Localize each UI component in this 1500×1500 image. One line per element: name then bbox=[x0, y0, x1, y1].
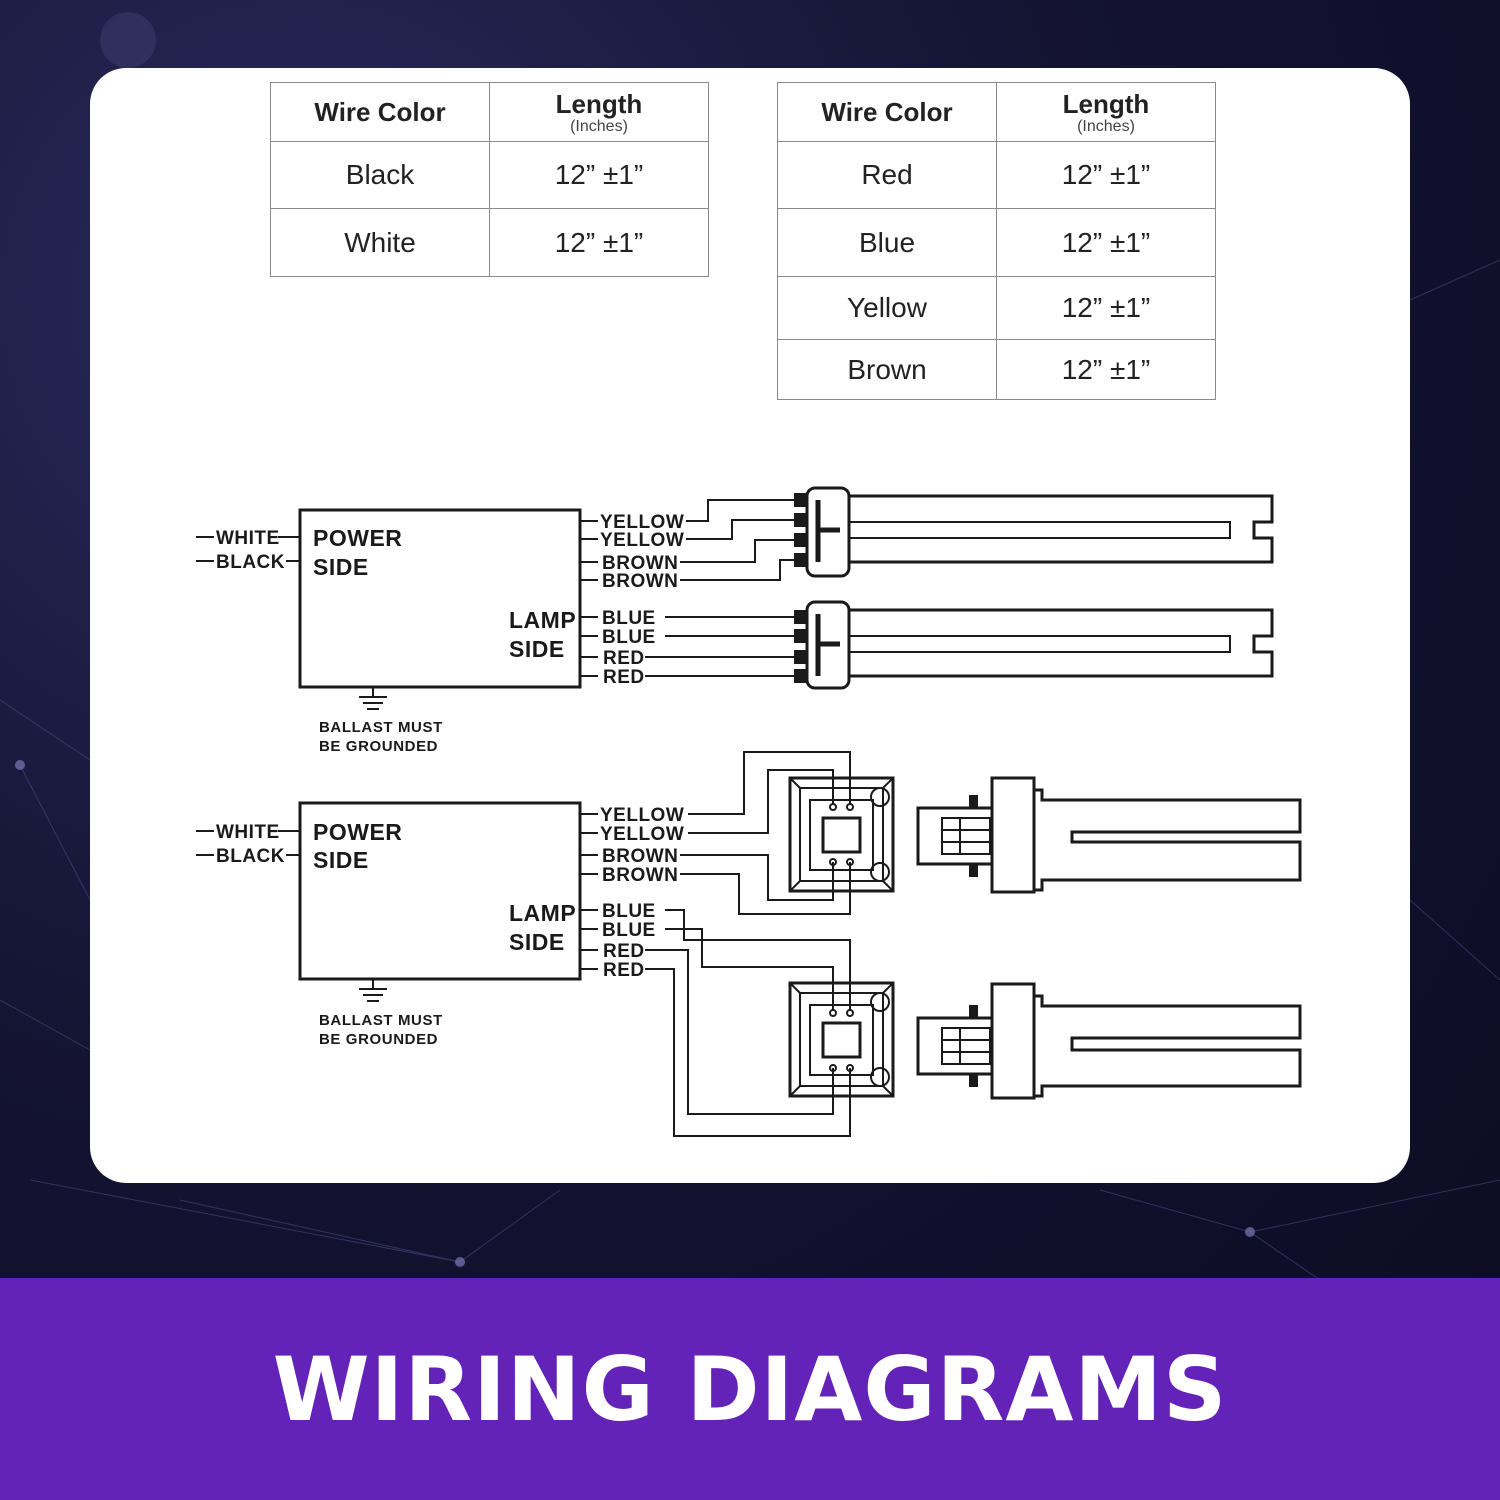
ground-note: BE GROUNDED bbox=[319, 738, 438, 755]
input-wire-label: WHITE bbox=[216, 528, 280, 549]
power-side-label: POWER bbox=[313, 819, 402, 845]
ground-symbol-1 bbox=[359, 687, 387, 710]
output-wire-label: RED bbox=[603, 648, 645, 669]
output-wire-label: BLUE bbox=[602, 920, 656, 941]
header-length-label: Length bbox=[555, 88, 643, 119]
output-wire-label: RED bbox=[603, 941, 645, 962]
output-wire-label: BROWN bbox=[602, 553, 678, 574]
output-wire-label: BROWN bbox=[602, 865, 678, 886]
length-cell: 12” ±1” bbox=[489, 141, 709, 209]
ground-note: BALLAST MUST bbox=[319, 1012, 443, 1029]
output-wire-label: BROWN bbox=[602, 846, 678, 867]
output-wire-label: YELLOW bbox=[600, 530, 684, 551]
output-wire-label: BROWN bbox=[602, 571, 678, 592]
output-wire-label: BLUE bbox=[602, 627, 656, 648]
banner-title: WIRING DIAGRAMS bbox=[272, 1337, 1228, 1441]
ground-note: BE GROUNDED bbox=[319, 1031, 438, 1048]
length-cell: 12” ±1” bbox=[996, 141, 1216, 209]
output-wire-label: YELLOW bbox=[600, 512, 684, 533]
network-background bbox=[0, 12, 1500, 1280]
power-side-label: POWER bbox=[313, 525, 402, 551]
lamp-side-label: SIDE bbox=[509, 929, 565, 955]
wiring-diagram: WHITE BLACK POWER SIDE LAMP SIDE YELLOW … bbox=[196, 486, 1302, 1137]
ballast-box-1 bbox=[298, 508, 582, 689]
header-length-unit: (Inches) bbox=[1077, 117, 1135, 135]
diagram-1 bbox=[196, 486, 1274, 710]
wire-color-cell: Brown bbox=[777, 339, 997, 400]
output-wire-label: YELLOW bbox=[600, 805, 684, 826]
length-cell: 12” ±1” bbox=[996, 276, 1216, 340]
table-row: White 12” ±1” bbox=[270, 208, 709, 277]
input-wire-label: WHITE bbox=[216, 822, 280, 843]
header-length-label: Length bbox=[1062, 88, 1150, 119]
wire-color-cell: White bbox=[270, 208, 490, 277]
wire-length-table-1: Wire Color Length (Inches) Black 12” ±1”… bbox=[270, 82, 709, 277]
table-row: Blue 12” ±1” bbox=[777, 208, 1216, 277]
length-cell: 12” ±1” bbox=[996, 339, 1216, 400]
lamp-side-label: SIDE bbox=[509, 636, 565, 662]
lamp-2 bbox=[794, 600, 1274, 690]
output-wire-label: RED bbox=[603, 667, 645, 688]
lamp-4 bbox=[916, 982, 1302, 1100]
ground-note: BALLAST MUST bbox=[319, 719, 443, 736]
header-wire-color: Wire Color bbox=[270, 82, 490, 142]
lamp-side-label: LAMP bbox=[509, 607, 576, 633]
output-wire-label: BLUE bbox=[602, 901, 656, 922]
output-wire-label: BLUE bbox=[602, 608, 656, 629]
header-length-unit: (Inches) bbox=[570, 117, 628, 135]
wire-color-cell: Yellow bbox=[777, 276, 997, 340]
diagram-2 bbox=[196, 751, 1302, 1137]
socket-1 bbox=[788, 776, 895, 893]
socket-2 bbox=[788, 981, 895, 1098]
input-wire-label: BLACK bbox=[216, 552, 285, 573]
power-side-label: SIDE bbox=[313, 847, 369, 873]
wire-length-table-2: Wire Color Length (Inches) Red 12” ±1” B… bbox=[777, 82, 1216, 400]
header-wire-color: Wire Color bbox=[777, 82, 997, 142]
input-wire-label: BLACK bbox=[216, 846, 285, 867]
power-side-label: SIDE bbox=[313, 554, 369, 580]
length-cell: 12” ±1” bbox=[489, 208, 709, 277]
table-row: Brown 12” ±1” bbox=[777, 339, 1216, 400]
title-banner: WIRING DIAGRAMS bbox=[0, 1278, 1500, 1500]
ballast-box-2 bbox=[298, 801, 582, 981]
output-wire-label: RED bbox=[603, 960, 645, 981]
lamp-1 bbox=[794, 486, 1274, 578]
lamp-3 bbox=[916, 776, 1302, 894]
output-wire-label: YELLOW bbox=[600, 824, 684, 845]
table-row: Yellow 12” ±1” bbox=[777, 276, 1216, 340]
length-cell: 12” ±1” bbox=[996, 208, 1216, 277]
lamp-side-label: LAMP bbox=[509, 900, 576, 926]
ground-symbol-2 bbox=[359, 979, 387, 1002]
